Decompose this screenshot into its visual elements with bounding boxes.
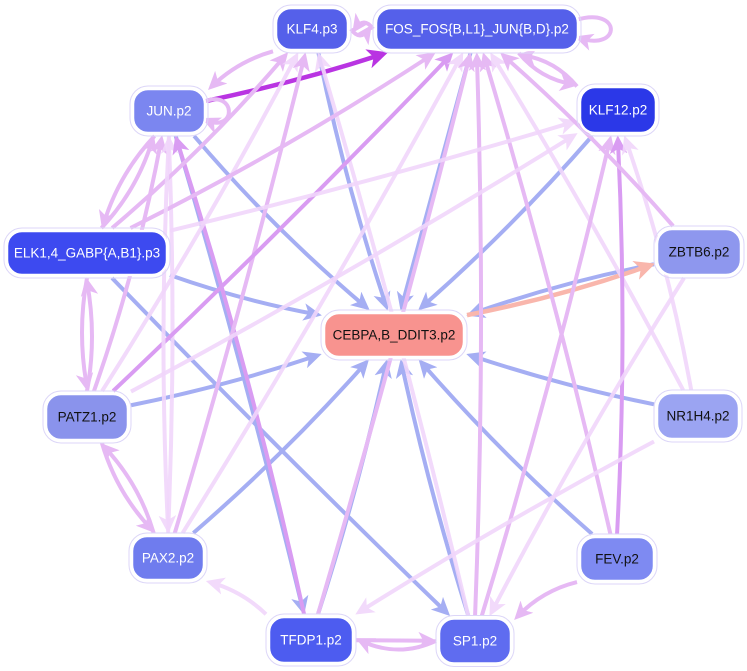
edge-ZBTB6-SP1 <box>489 276 686 617</box>
edge-SP1-KLF12 <box>479 135 616 617</box>
edge-PAX2-PATZ1 <box>100 442 156 534</box>
node-box-SP1[interactable] <box>437 617 513 665</box>
node-box-NR1H4[interactable] <box>655 391 741 441</box>
edge-FOS-KLF4 <box>352 12 375 33</box>
edge-KLF4-CEBPA <box>316 52 391 311</box>
node-box-PATZ1[interactable] <box>44 392 130 442</box>
edge-FEV-SP1 <box>514 580 578 620</box>
node-box-CEBPA[interactable] <box>322 311 466 359</box>
graph-node-PATZ1[interactable]: PATZ1.p2 <box>42 390 132 444</box>
graph-node-JUN[interactable]: JUN.p2 <box>129 85 209 137</box>
edge-ELK-SP1 <box>110 276 451 617</box>
node-outline-ZBTB6 <box>653 225 745 279</box>
node-box-FEV[interactable] <box>578 535 656 583</box>
graph-node-NR1H4[interactable]: NR1H4.p2 <box>653 389 743 443</box>
node-outline-NR1H4 <box>653 389 743 443</box>
node-box-TFDP1[interactable] <box>267 615 355 665</box>
node-outline-FEV <box>576 533 658 585</box>
edge-JUN-FOS <box>207 49 389 103</box>
edge-ZBTB6-CEBPA <box>466 262 655 318</box>
node-outline-TFDP1 <box>265 613 357 667</box>
edge-FEV-KLF12 <box>609 135 628 535</box>
node-outline-PATZ1 <box>42 390 132 444</box>
edge-PAX2-FOS <box>180 52 464 535</box>
edge-ZBTB6-FOS <box>500 52 675 228</box>
edge-PATZ1-PAX2 <box>100 442 155 534</box>
edge-ELK-PATZ1 <box>75 277 94 392</box>
node-outline-ELK <box>3 227 171 279</box>
node-box-ELK[interactable] <box>5 229 169 277</box>
edge-KLF4-JUN <box>208 49 274 90</box>
node-outline-FOS <box>372 4 582 54</box>
edge-JUN-ELK <box>98 134 157 230</box>
graph-node-PAX2[interactable]: PAX2.p2 <box>128 532 208 584</box>
graph-node-ELK[interactable]: ELK1,4_GABP{A,B1}.p3 <box>3 227 171 279</box>
edge-SP1-FOS <box>468 52 487 616</box>
node-box-ZBTB6[interactable] <box>655 227 743 277</box>
edge-NR1H4-CEBPA <box>466 351 655 407</box>
edge-KLF12-CEBPA <box>418 134 594 311</box>
edge-CEBPA-ZBTB6 <box>466 261 656 318</box>
node-outline-JUN <box>129 85 209 137</box>
graph-node-ZBTB6[interactable]: ZBTB6.p2 <box>653 225 745 279</box>
graph-node-KLF4[interactable]: KLF4.p3 <box>272 4 352 54</box>
node-outline-KLF12 <box>576 83 660 137</box>
node-box-KLF4[interactable] <box>274 6 350 52</box>
edge-FOS-self <box>574 15 613 51</box>
node-box-FOS[interactable] <box>374 6 580 52</box>
node-box-JUN[interactable] <box>131 87 207 135</box>
node-box-KLF12[interactable] <box>578 85 658 135</box>
edge-FEV-FOS <box>479 52 613 535</box>
edge-SP1-TFDP1 <box>355 638 437 655</box>
edge-TFDP1-PAX2 <box>205 577 268 616</box>
edge-NR1H4-TFDP1 <box>355 439 655 615</box>
graph-node-FEV[interactable]: FEV.p2 <box>576 533 658 585</box>
edge-TFDP1-JUN <box>172 135 306 615</box>
node-outline-SP1 <box>435 615 515 667</box>
edge-PATZ1-ELK <box>80 277 99 392</box>
graph-node-FOS[interactable]: FOS_FOS{B,L1}_JUN{B,D}.p2 <box>372 4 582 54</box>
edge-PATZ1-FOS <box>111 52 454 393</box>
edge-JUN-self <box>201 97 231 134</box>
edge-ELK-KLF4 <box>110 52 289 230</box>
graph-node-TFDP1[interactable]: TFDP1.p2 <box>265 613 357 667</box>
edge-FOS-KLF12 <box>517 51 579 91</box>
node-outline-PAX2 <box>128 532 208 584</box>
edge-JUN-PAX2 <box>158 135 177 534</box>
graph-node-CEBPA[interactable]: CEBPA,B_DDIT3.p2 <box>320 309 468 361</box>
edge-PAX2-KLF4 <box>172 52 310 534</box>
edge-ELK-KLF12 <box>169 117 578 233</box>
edge-SP1-CEBPA <box>395 359 471 617</box>
edge-PATZ1-KLF4 <box>100 52 299 393</box>
edge-JUN-CEBPA <box>192 134 370 311</box>
edge-PATZ1-CEBPA <box>130 351 322 408</box>
node-outline-CEBPA <box>320 309 468 361</box>
node-box-PAX2[interactable] <box>130 534 206 582</box>
edge-PATZ1-KLF12 <box>130 133 578 394</box>
node-outline-KLF4 <box>272 4 352 54</box>
graph-node-KLF12[interactable]: KLF12.p2 <box>576 83 660 137</box>
edge-FEV-CEBPA <box>418 359 594 536</box>
graph-node-SP1[interactable]: SP1.p2 <box>435 615 515 667</box>
edge-ELK-FOS <box>129 52 436 230</box>
edge-KLF4-FOS <box>349 25 372 46</box>
